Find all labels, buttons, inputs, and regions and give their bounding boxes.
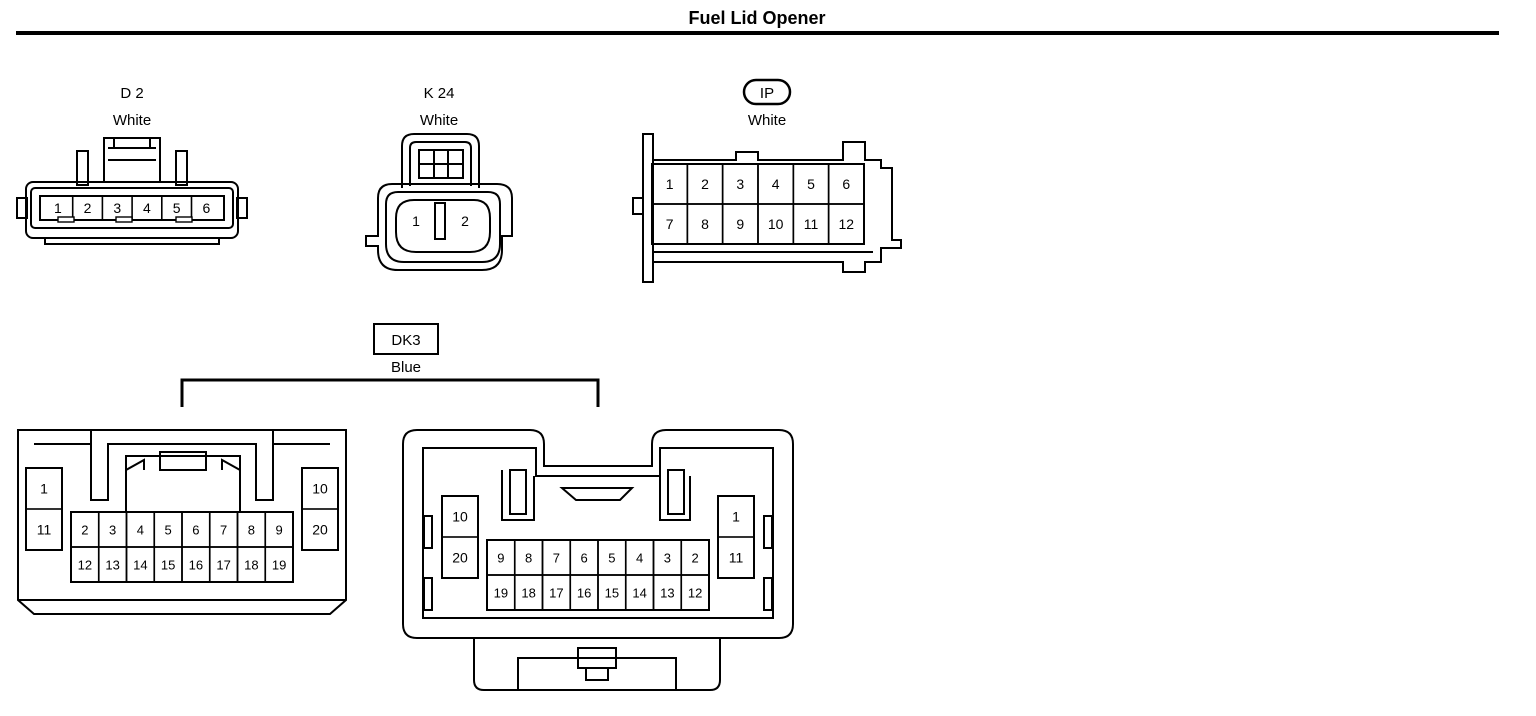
connector-d2: D 2 White 1 2 3 4 5 6: [16, 85, 248, 245]
connector-d2-name: D 2: [120, 85, 143, 102]
d2-key-notch: [115, 216, 133, 223]
dk3-female-pin-14-label: 14: [632, 586, 646, 601]
k24-pin-1-label: 1: [412, 213, 420, 229]
d2-key-notch: [57, 216, 75, 223]
dk3-male-pin-1-label: 1: [40, 481, 48, 497]
dk3-male-pin-11-cell: [25, 508, 63, 551]
connector-dk3-name-box: [373, 323, 439, 355]
connector-d2-color: White: [113, 112, 151, 129]
dk3-male-pin-2-label: 2: [81, 523, 88, 538]
connector-dk3-label: DK3 Blue: [180, 323, 600, 407]
connector-dk3-color: Blue: [391, 359, 421, 376]
connector-ip-badge: [742, 78, 792, 106]
dk3-male-pin-9-label: 9: [276, 523, 283, 538]
connector-k24-housing: [365, 133, 513, 271]
dk3-female-pin-19-label: 19: [494, 586, 508, 601]
dk3-female-pin-9-label: 9: [497, 551, 504, 566]
dk3-female-pin-4-label: 4: [636, 551, 643, 566]
d2-pin-2-label: 2: [84, 200, 92, 216]
ip-pin-8-label: 8: [701, 216, 709, 232]
dk3-male-pin-13-label: 13: [105, 558, 119, 573]
dk3-male-pin-16-label: 16: [189, 558, 203, 573]
dk3-female-pin-11-label: 11: [729, 550, 744, 566]
dk3-male-pin-8-label: 8: [248, 523, 255, 538]
title-underline: [16, 31, 1499, 35]
dk3-female-pin-6-label: 6: [581, 551, 588, 566]
dk3-female-pin-20-label: 20: [452, 550, 468, 566]
d2-key-notch: [175, 216, 193, 223]
dk3-male-pin-18-label: 18: [244, 558, 258, 573]
dk3-male-pin-19-cell: [264, 546, 294, 583]
dk3-female-pin-12-label: 12: [688, 586, 702, 601]
dk3-male-pin-15-label: 15: [161, 558, 175, 573]
d2-pin-1-label: 1: [54, 200, 62, 216]
ip-pin-1-label: 1: [666, 176, 674, 192]
ip-pin-10-label: 10: [768, 216, 784, 232]
connector-k24-color: White: [420, 112, 458, 129]
ip-pin-11-label: 11: [804, 216, 819, 232]
dk3-female-pin-13-label: 13: [660, 586, 674, 601]
dk3-male-pin-10-label: 10: [312, 481, 328, 497]
d2-pin-6-label: 6: [202, 200, 210, 216]
dk3-female-pin-7-label: 7: [553, 551, 560, 566]
dk3-female-pin-18-label: 18: [521, 586, 535, 601]
dk3-male-pin-20-cell: [301, 508, 339, 551]
d2-pin-4-label: 4: [143, 200, 151, 216]
dk3-female-pin-10-label: 10: [452, 509, 468, 525]
dk3-male-pin-4-label: 4: [137, 523, 144, 538]
dk3-female-pin-2-label: 2: [692, 551, 699, 566]
dk3-female-pin-11-cell: [717, 536, 755, 579]
ip-pin-7-label: 7: [666, 216, 674, 232]
dk3-male-pin-14-label: 14: [133, 558, 147, 573]
dk3-male-pin-5-label: 5: [165, 523, 172, 538]
connector-dk3-bracket: [180, 378, 600, 407]
ip-pin-9-label: 9: [736, 216, 744, 232]
dk3-female-pin-3-label: 3: [664, 551, 671, 566]
connector-ip-name: IP: [760, 85, 774, 102]
ip-pin-6-label: 6: [842, 176, 850, 192]
dk3-male-pin-17-label: 17: [216, 558, 230, 573]
ip-pin-3-label: 3: [736, 176, 744, 192]
dk3-female-pin-8-label: 8: [525, 551, 532, 566]
dk3-female-pin-20-cell: [441, 536, 479, 579]
connector-dk3-name: DK3: [391, 332, 420, 349]
dk3-male-pin-12-label: 12: [78, 558, 92, 573]
dk3-male-pin-7-label: 7: [220, 523, 227, 538]
connector-k24-name: K 24: [424, 85, 455, 102]
d2-pin-3-label: 3: [113, 200, 121, 216]
ip-pin-12-label: 12: [839, 216, 855, 232]
connector-ip-color: White: [748, 112, 786, 129]
k24-pin-2-label: 2: [461, 213, 469, 229]
diagram-title: Fuel Lid Opener: [688, 8, 825, 28]
dk3-male-pin-20-label: 20: [312, 522, 328, 538]
d2-pin-5-label: 5: [173, 200, 181, 216]
ip-pin-2-label: 2: [701, 176, 709, 192]
ip-pin-5-label: 5: [807, 176, 815, 192]
ip-pin-12-cell: [827, 203, 865, 245]
dk3-female-pin-15-label: 15: [605, 586, 619, 601]
dk3-male-pin-6-label: 6: [192, 523, 199, 538]
dk3-female-pin-5-label: 5: [608, 551, 615, 566]
dk3-female-pin-1-label: 1: [732, 509, 740, 525]
dk3-male-pin-11-label: 11: [37, 522, 52, 538]
ip-pin-4-label: 4: [772, 176, 780, 192]
connector-d2-pins: 1 2 3 4 5 6: [54, 197, 210, 223]
dk3-female-pin-12-cell: [680, 574, 710, 611]
dk3-female-pin-17-label: 17: [549, 586, 563, 601]
connector-d2-housing: [16, 137, 248, 245]
dk3-male-pin-3-label: 3: [109, 523, 116, 538]
connector-ip-housing: [632, 133, 902, 283]
dk3-male-pin-19-label: 19: [272, 558, 286, 573]
dk3-female-pin-16-label: 16: [577, 586, 591, 601]
